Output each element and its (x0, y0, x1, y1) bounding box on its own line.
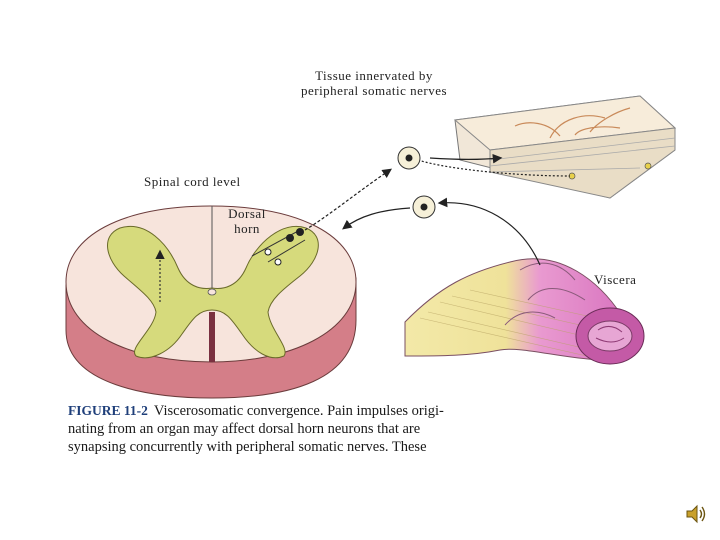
dorsal-horn-label: Dorsal horn (214, 206, 280, 236)
spinal-cord-section (65, 205, 357, 399)
dorsal-horn-label-line-1: Dorsal (228, 206, 266, 221)
figure-caption: FIGURE 11-2 Viscerosomatic convergence. P… (68, 402, 668, 456)
tissue-block (453, 95, 677, 199)
caption-line-1: FIGURE 11-2 Viscerosomatic convergence. P… (68, 402, 668, 420)
caption-text-1: Viscerosomatic convergence. Pain impulse… (153, 403, 444, 419)
tissue-label-line-1: Tissue innervated by (315, 68, 433, 83)
figure-number: FIGURE 11-2 (68, 403, 148, 418)
caption-line-2: nating from an organ may affect dorsal h… (68, 421, 421, 437)
speaker-icon[interactable] (684, 502, 708, 526)
visceral-nerve-path (437, 197, 541, 266)
nerve-pathways (304, 146, 571, 266)
dorsal-horn-label-line-2: horn (234, 221, 260, 236)
caption-line-3: synapsing concurrently with peripheral s… (68, 439, 427, 455)
spinal-cord-level-label: Spinal cord level (144, 174, 241, 189)
visceral-afferent-to-cord (342, 207, 411, 230)
somatic-nerve-path (304, 168, 392, 231)
tissue-label: Tissue innervated by peripheral somatic … (258, 68, 490, 98)
viscera-organ (404, 258, 645, 365)
somatic-fiber-to-tissue (417, 159, 571, 177)
viscera-label: Viscera (594, 272, 637, 287)
tissue-afferent (429, 153, 503, 164)
tissue-label-line-2: peripheral somatic nerves (300, 83, 448, 98)
